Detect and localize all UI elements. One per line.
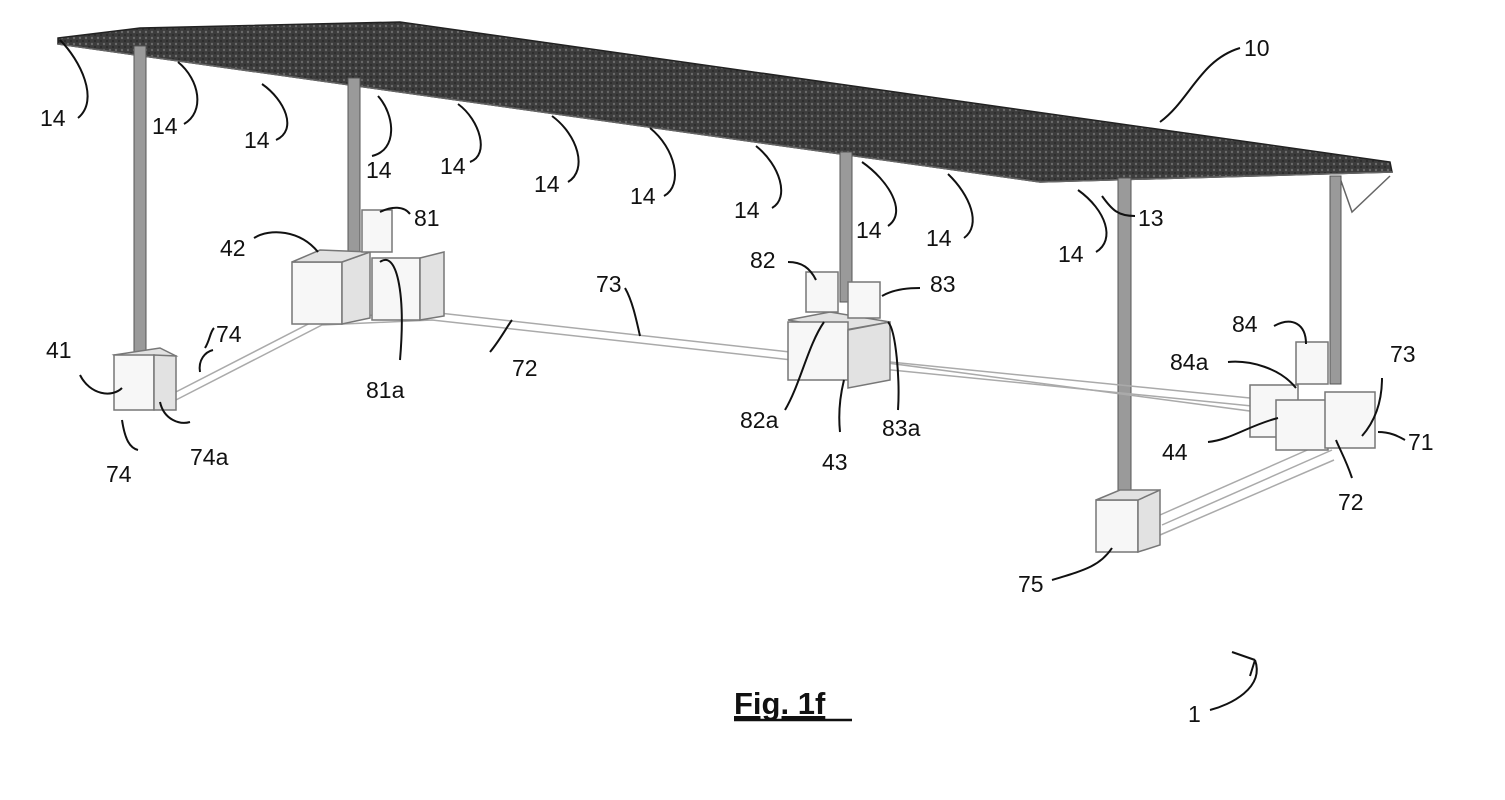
label-14-j: 14 — [926, 225, 952, 251]
label-84: 84 — [1232, 311, 1258, 337]
label-13: 13 — [1138, 205, 1164, 231]
label-14-b: 14 — [152, 113, 178, 139]
figure-caption: Fig. 1f — [734, 686, 826, 721]
label-74-top: 74 — [216, 321, 242, 347]
label-14-a: 14 — [40, 105, 66, 131]
label-14-g: 14 — [630, 183, 656, 209]
label-14-f: 14 — [534, 171, 560, 197]
roof-panel — [58, 22, 1392, 212]
label-14-e: 14 — [440, 153, 466, 179]
label-82a: 82a — [740, 407, 779, 433]
label-44: 44 — [1162, 439, 1188, 465]
label-14-d: 14 — [366, 157, 392, 183]
label-42: 42 — [220, 235, 246, 261]
label-71: 71 — [1408, 429, 1434, 455]
label-81a: 81a — [366, 377, 405, 403]
block-43 — [788, 272, 890, 388]
label-14-k: 14 — [1058, 241, 1084, 267]
label-75: 75 — [1018, 571, 1044, 597]
post-3 — [840, 152, 852, 302]
label-72-right: 72 — [1338, 489, 1364, 515]
label-81: 81 — [414, 205, 440, 231]
label-73-right: 73 — [1390, 341, 1416, 367]
label-82: 82 — [750, 247, 776, 273]
post-1 — [134, 46, 146, 358]
block-44 — [1250, 342, 1375, 450]
label-74a: 74a — [190, 444, 229, 470]
label-83: 83 — [930, 271, 956, 297]
label-14-h: 14 — [734, 197, 760, 223]
label-72-left: 72 — [512, 355, 538, 381]
label-73-left: 73 — [596, 271, 622, 297]
block-75 — [1096, 490, 1160, 552]
label-84a: 84a — [1170, 349, 1209, 375]
label-10: 10 — [1244, 35, 1270, 61]
foundation-blocks — [114, 210, 1375, 552]
post-5 — [1330, 176, 1341, 384]
label-74-bottom: 74 — [106, 461, 132, 487]
label-83a: 83a — [882, 415, 921, 441]
label-41: 41 — [46, 337, 72, 363]
post-4 — [1118, 178, 1131, 500]
label-14-c: 14 — [244, 127, 270, 153]
block-41 — [114, 348, 176, 410]
label-1: 1 — [1188, 701, 1201, 727]
label-43: 43 — [822, 449, 848, 475]
post-2 — [348, 78, 360, 258]
label-14-i: 14 — [856, 217, 882, 243]
